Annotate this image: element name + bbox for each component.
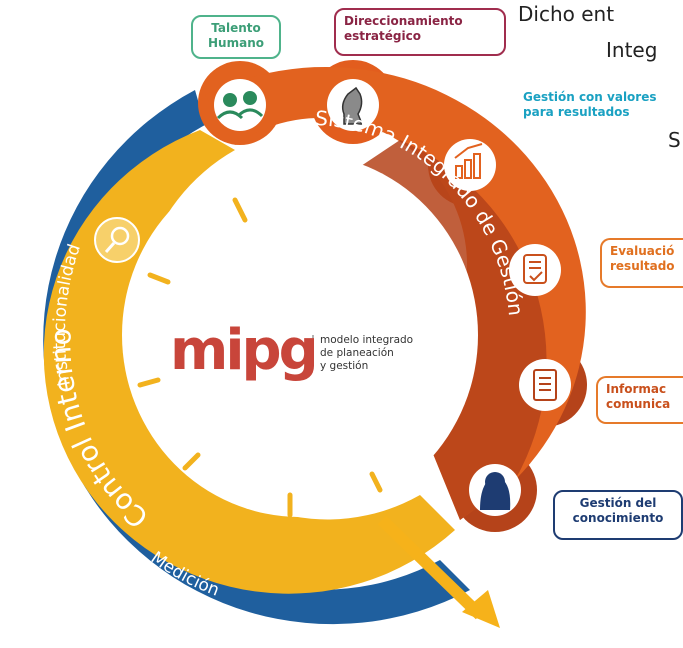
tag-gestion-valores: Gestión con valores para resultados [515, 86, 665, 134]
inner-ticks [137, 197, 383, 518]
tag-talento-humano: Talento Humano [191, 15, 281, 59]
center-circle [122, 153, 478, 517]
tag-direccionamiento: Direccionamiento estratégico [334, 8, 506, 56]
mipg-logo: mipg [170, 318, 319, 383]
document-text-line-1: Dicho ent [518, 2, 615, 26]
document-text-line-3: S [668, 128, 681, 152]
user-head-icon [469, 464, 521, 516]
tag-gestion-conocimiento: Gestión del conocimiento [553, 490, 683, 540]
mipg-subtitle: modelo integrado de planeación y gestión [320, 334, 414, 372]
magnifier-icon [94, 217, 140, 263]
chess-knight-icon [327, 79, 379, 131]
bar-chart-icon [444, 139, 496, 191]
people-icon [214, 79, 266, 131]
tag-evaluacion: Evaluació resultado [600, 238, 683, 288]
document-icon [519, 359, 571, 411]
arrow [377, 515, 500, 628]
tag-informacion: Informac comunica [596, 376, 683, 424]
document-text-line-2: Integ [606, 38, 658, 62]
checklist-icon [509, 244, 561, 296]
